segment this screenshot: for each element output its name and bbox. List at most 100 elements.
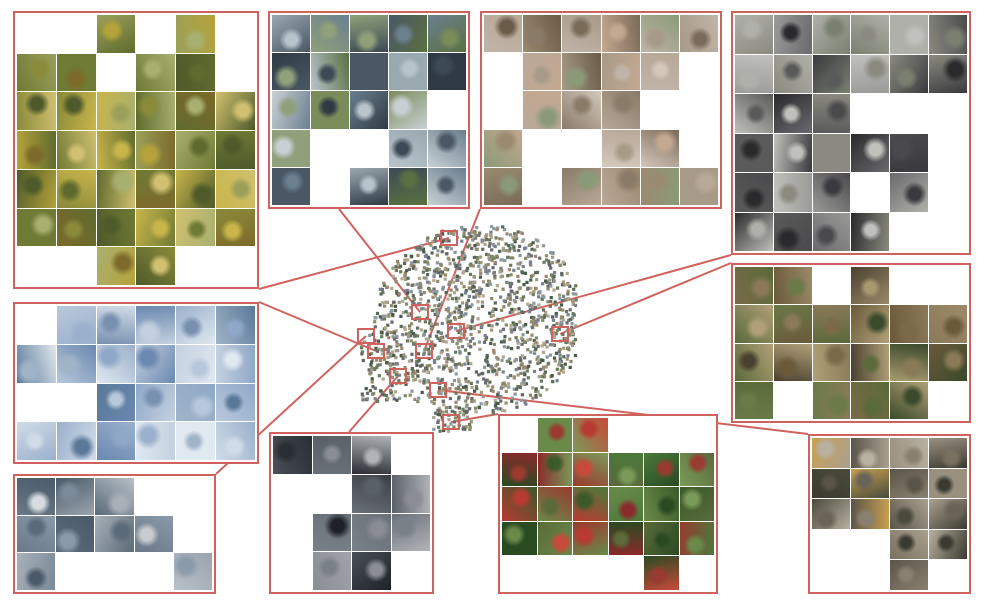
embedding-point (520, 239, 525, 243)
embedding-point (410, 283, 414, 287)
embedding-point (432, 358, 436, 363)
embedding-point (570, 322, 574, 326)
embedding-point (371, 385, 375, 389)
embedding-point (531, 241, 535, 245)
embedding-point (521, 380, 525, 384)
embedding-point (554, 312, 558, 316)
embedding-point (468, 427, 472, 432)
embedding-point (547, 262, 551, 266)
embedding-point (441, 285, 445, 289)
embedding-point (389, 352, 393, 356)
embedding-point (489, 233, 493, 237)
embedding-point (394, 329, 398, 333)
embedding-point (526, 338, 530, 342)
embedding-point (508, 285, 512, 289)
embedding-point (361, 398, 365, 402)
embedding-point (446, 256, 450, 260)
bird-photo-tile (96, 247, 136, 285)
bird-photo-tile (890, 54, 929, 93)
embedding-point (484, 263, 488, 267)
embedding-point (568, 317, 572, 322)
bird-photo-tile (96, 383, 136, 422)
embedding-point (529, 263, 533, 267)
embedding-point (463, 228, 467, 232)
embedding-point (422, 369, 426, 373)
embedding-point (361, 358, 365, 363)
empty-tile (523, 129, 562, 167)
embedding-point (430, 400, 434, 404)
bird-photo-tile (216, 306, 255, 344)
bird-photo-tile (929, 529, 967, 560)
embedding-point (415, 363, 419, 367)
embedding-point (404, 254, 408, 258)
embedding-point (380, 352, 384, 356)
embedding-point (444, 364, 448, 368)
embedding-point (373, 386, 377, 390)
embedding-point (502, 299, 506, 303)
bird-photo-tile (95, 515, 134, 553)
empty-tile (608, 418, 643, 452)
embedding-point (395, 259, 400, 263)
embedding-point (525, 369, 529, 373)
embedding-point (436, 420, 440, 424)
bird-photo-tile (601, 91, 640, 129)
embedding-point (467, 286, 471, 290)
embedding-point (478, 231, 482, 235)
embedding-point (561, 260, 565, 264)
bird-photo-tile (851, 438, 889, 468)
embedding-point (509, 361, 513, 365)
bird-photo-tile (176, 92, 216, 131)
embedding-point (406, 371, 410, 375)
embedding-point (434, 270, 438, 274)
embedding-point (369, 363, 373, 367)
embedding-point (437, 268, 442, 272)
embedding-point (538, 256, 542, 260)
embedding-point (558, 357, 562, 361)
embedding-point (447, 282, 451, 286)
embedding-point (391, 362, 395, 366)
embedding-point (419, 283, 423, 287)
embedding-point (531, 386, 535, 390)
embedding-point (531, 322, 536, 326)
embedding-point (559, 368, 563, 372)
embedding-point (441, 232, 445, 236)
embedding-point (439, 263, 443, 267)
embedding-point (543, 313, 547, 318)
embedding-point (404, 332, 409, 336)
embedding-point (422, 333, 426, 337)
embedding-point (528, 304, 532, 308)
embedding-point (378, 315, 382, 319)
embedding-point (533, 254, 538, 258)
empty-tile (812, 560, 850, 590)
embedding-point (498, 237, 502, 241)
embedding-point (469, 327, 473, 331)
embedding-point (531, 273, 535, 277)
embedding-point (543, 370, 547, 374)
embedding-point (447, 306, 451, 310)
embedding-point (464, 384, 468, 389)
embedding-point (423, 329, 427, 333)
bird-photo-tile (812, 173, 851, 212)
embedding-point (541, 358, 545, 363)
embedding-point (560, 320, 564, 324)
embedding-point (414, 267, 418, 271)
embedding-point (360, 352, 364, 356)
embedding-point (478, 347, 482, 351)
embedding-point (502, 305, 506, 309)
embedding-point (445, 334, 449, 338)
embedding-point (562, 283, 566, 287)
embedding-point (370, 360, 374, 364)
embedding-point (514, 358, 518, 362)
bird-photo-tile (735, 212, 773, 251)
embedding-point (508, 281, 512, 285)
embedding-point (450, 409, 454, 413)
embedding-point (568, 308, 572, 312)
embedding-point (512, 387, 516, 391)
embedding-point (537, 314, 541, 318)
embedding-point (468, 280, 473, 284)
embedding-point (476, 257, 480, 261)
bird-photo-tile (96, 422, 136, 460)
embedding-point (458, 304, 462, 308)
embedding-point (501, 385, 505, 389)
